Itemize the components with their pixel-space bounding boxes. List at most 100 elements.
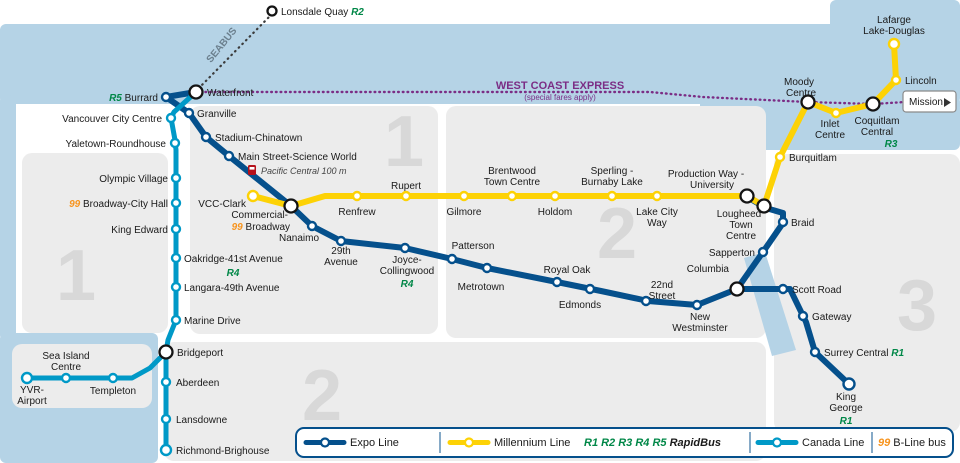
label-brentwood-2: Town Centre <box>484 177 541 188</box>
legend-box <box>295 427 954 458</box>
station-richmond-brighouse <box>159 443 173 457</box>
label-main-street-science-world: Main Street-Science World <box>238 152 357 163</box>
label-lougheed-1: Lougheed <box>717 209 762 220</box>
label-stadium-chinatown: Stadium-Chinatown <box>215 133 302 144</box>
station-oakridge-41st-avenue <box>170 252 182 264</box>
label-rupert: Rupert <box>391 181 421 192</box>
label-joyce-collingwood-1: Joyce- <box>392 255 421 266</box>
station-langara-49th-avenue <box>170 281 182 293</box>
zone-number-4: 3 <box>897 266 937 346</box>
label-nanaimo: Nanaimo <box>279 233 319 244</box>
label-lake-city-way-1: Lake City <box>636 207 678 218</box>
label-commercial-broadway-1: Commercial- <box>231 210 288 221</box>
station-yaletown-roundhouse <box>169 137 181 149</box>
label-lougheed-2: Town <box>729 220 752 231</box>
label-new-westminster-1: New <box>690 312 711 323</box>
station-metrotown <box>481 262 493 274</box>
station-29th-avenue <box>335 235 347 247</box>
station-broadway-city-hall <box>170 197 182 209</box>
label-inlet-centre-1: Inlet <box>821 119 840 130</box>
station-renfrew <box>351 190 363 202</box>
station-royal-oak <box>551 276 563 288</box>
label-scott-road: Scott Road <box>792 285 841 296</box>
label-yvr-airport-2: Airport <box>17 396 47 407</box>
station-waterfront <box>188 84 204 100</box>
label-production-way-2: University <box>690 180 734 191</box>
label-surrey-central: Surrey Central R1 <box>824 348 904 359</box>
station-king-edward <box>170 223 182 235</box>
station-scott-road <box>777 283 789 295</box>
mission-label: Mission <box>909 97 943 108</box>
zone-number-3: 2 <box>302 356 342 436</box>
route-expo-surrey-branch <box>734 286 852 387</box>
label-yaletown-roundhouse: Yaletown-Roundhouse <box>66 139 167 150</box>
station-joyce-collingwood <box>399 242 411 254</box>
label-lansdowne: Lansdowne <box>176 415 228 426</box>
station-braid <box>777 216 789 228</box>
label-richmond-brighouse: Richmond-Brighouse <box>176 446 270 457</box>
station-rupert <box>400 190 412 202</box>
label-metrotown: Metrotown <box>458 282 505 293</box>
label-bridgeport: Bridgeport <box>177 348 223 359</box>
route-canada-yvr-branch <box>24 349 169 381</box>
station-gilmore <box>458 190 470 202</box>
label-lafarge-1: Lafarge <box>877 15 911 26</box>
station-main-street-science-world <box>223 150 235 162</box>
station-columbia <box>729 281 745 297</box>
label-29th-avenue-2: Avenue <box>324 257 358 268</box>
label-legend-bline: 99 B-Line bus <box>878 437 946 449</box>
label-commercial-broadway-2: 99 Broadway <box>232 222 290 233</box>
label-lonsdale-quay: Lonsdale Quay R2 <box>281 7 364 18</box>
station-lansdowne <box>160 413 172 425</box>
label-king-edward: King Edward <box>111 225 168 236</box>
label-burquitlam: Burquitlam <box>789 153 837 164</box>
train-icon-window <box>249 167 255 170</box>
water-area-0 <box>0 24 960 104</box>
label-lake-city-way-2: Way <box>647 218 667 229</box>
station-moody-centre <box>800 94 816 110</box>
water-area-2 <box>830 0 960 44</box>
label-oakridge-r4: R4 <box>227 268 240 279</box>
station-lake-city-way <box>651 190 663 202</box>
route-expo-main <box>163 89 740 308</box>
label-vcc-clark: VCC-Clark <box>198 199 247 210</box>
station-patterson <box>446 253 458 265</box>
station-lafarge-lake-douglas <box>887 37 901 51</box>
label-joyce-r4: R4 <box>401 279 414 290</box>
station-templeton <box>107 372 119 384</box>
label-broadway-city-hall: 99 Broadway-City Hall <box>69 199 168 210</box>
train-icon <box>248 165 256 175</box>
label-29th-avenue-1: 29th <box>331 246 350 257</box>
label-wce-title: WEST COAST EXPRESS <box>496 80 624 92</box>
label-lougheed-3: Centre <box>726 231 756 242</box>
fare-zone-patch-4 <box>774 154 960 432</box>
label-legend-millennium: Millennium Line <box>494 437 570 449</box>
fare-zone-patch-1 <box>190 106 438 334</box>
station-king-george <box>842 377 856 391</box>
label-olympic-village: Olympic Village <box>99 174 168 185</box>
label-legend-canada: Canada Line <box>802 437 864 449</box>
label-renfrew: Renfrew <box>338 207 376 218</box>
station-coquitlam-central <box>865 96 881 112</box>
label-legend-rapidbus: R1 R2 R3 R4 R5 RapidBus <box>584 437 721 449</box>
station-burrard <box>160 91 172 103</box>
station-holdom <box>549 190 561 202</box>
legend-canada-sample-dot <box>771 437 783 448</box>
label-columbia: Columbia <box>687 264 730 275</box>
water-area-3 <box>0 95 16 341</box>
label-edmonds: Edmonds <box>559 300 601 311</box>
station-sapperton <box>757 246 769 258</box>
label-waterfront: Waterfront <box>207 88 254 99</box>
station-burquitlam <box>774 151 786 163</box>
label-templeton: Templeton <box>90 386 136 397</box>
label-sea-island-centre-1: Sea Island <box>42 351 89 362</box>
station-yvr-airport <box>20 371 34 385</box>
label-royal-oak: Royal Oak <box>544 265 592 276</box>
station-edmonds <box>584 283 596 295</box>
label-22nd-street-2: Street <box>649 291 676 302</box>
label-holdom: Holdom <box>538 207 572 218</box>
label-king-george-1: King <box>836 392 856 403</box>
station-lonsdale-quay <box>266 5 278 17</box>
station-commercial-broadway <box>283 198 299 214</box>
label-production-way-1: Production Way - <box>668 169 744 180</box>
